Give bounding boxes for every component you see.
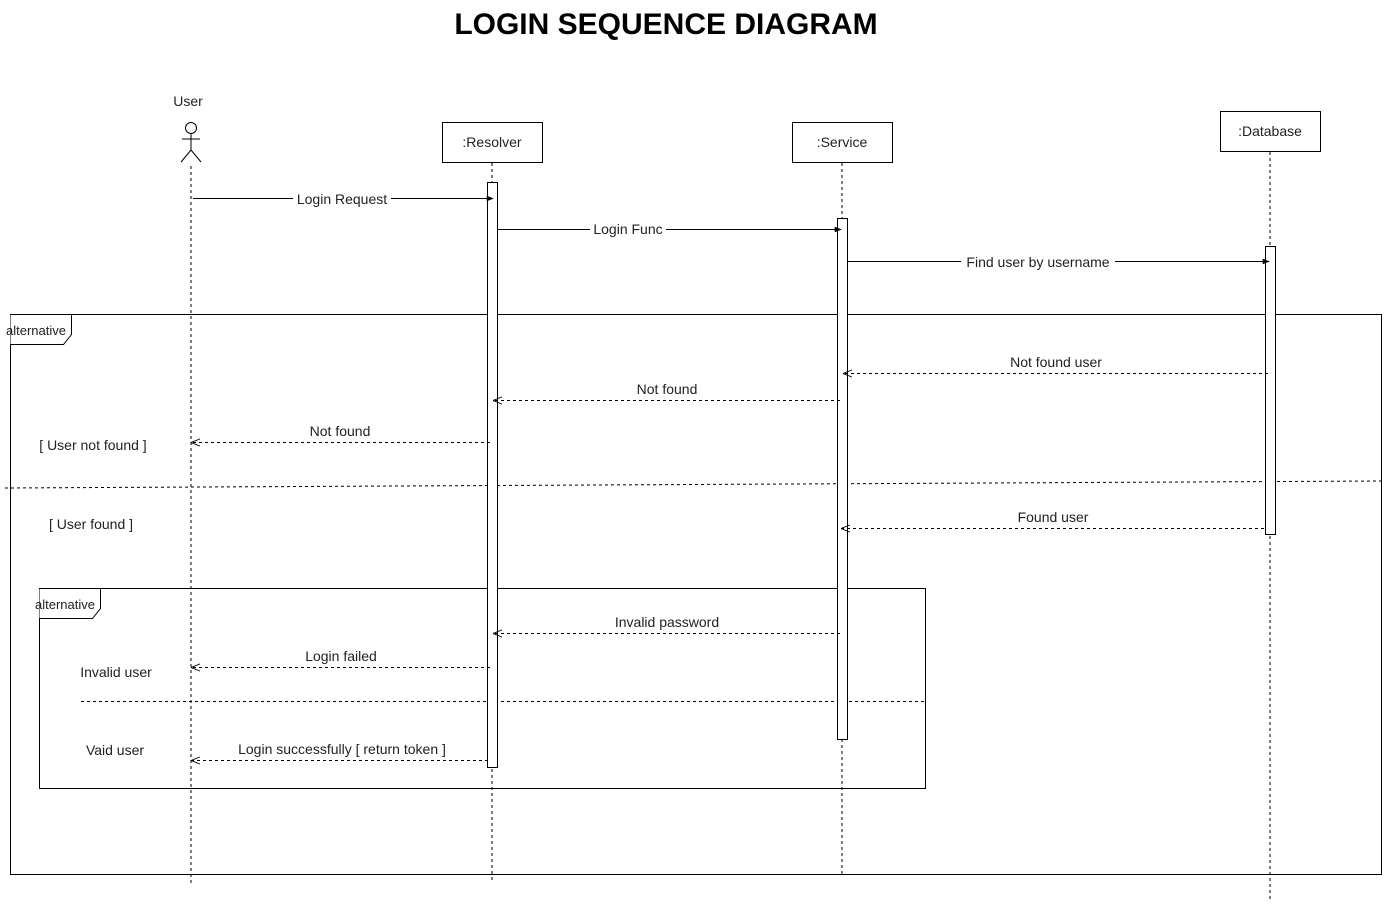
outer-alt-guard-1: [ User not found ] <box>39 437 146 453</box>
outer-alt-label: alternative <box>6 323 66 338</box>
participant-resolver-label: :Resolver <box>462 134 521 150</box>
message-not-found-user-label: Not found user <box>1010 354 1102 370</box>
message-login-success-label: Login successfully [ return token ] <box>238 741 446 757</box>
diagram-title: LOGIN SEQUENCE DIAGRAM <box>454 8 877 41</box>
inner-alt-label: alternative <box>35 597 95 612</box>
message-login-func-label: Login Func <box>593 221 662 237</box>
participant-user-label: User <box>173 93 203 109</box>
activation-database <box>1265 246 1276 535</box>
outer-alt-fragment <box>10 314 1382 875</box>
activation-service <box>837 218 848 740</box>
message-login-failed-label: Login failed <box>305 648 377 664</box>
message-not-found-service-label: Not found <box>637 381 698 397</box>
message-found-user-label: Found user <box>1018 509 1089 525</box>
actor-stick-figure-icon <box>180 122 202 163</box>
participant-service-label: :Service <box>817 134 868 150</box>
message-invalid-password-label: Invalid password <box>615 614 719 630</box>
message-find-user-label: Find user by username <box>966 254 1109 270</box>
inner-alt-fragment <box>39 588 926 789</box>
inner-alt-guard-2: Vaid user <box>86 742 144 758</box>
outer-alt-guard-2: [ User found ] <box>49 516 133 532</box>
participant-service-box <box>792 122 893 163</box>
activation-resolver <box>487 182 498 768</box>
message-login-request-label: Login Request <box>297 191 387 207</box>
participant-database-label: :Database <box>1238 123 1302 139</box>
outer-alt-fragment-tag <box>10 314 72 345</box>
inner-alt-guard-1: Invalid user <box>80 664 152 680</box>
outer-alt-divider <box>4 480 1382 489</box>
inner-alt-fragment-tag <box>39 588 101 619</box>
participant-resolver-box <box>442 122 543 163</box>
message-not-found-resolver-label: Not found <box>310 423 371 439</box>
participant-database-box <box>1220 111 1321 152</box>
